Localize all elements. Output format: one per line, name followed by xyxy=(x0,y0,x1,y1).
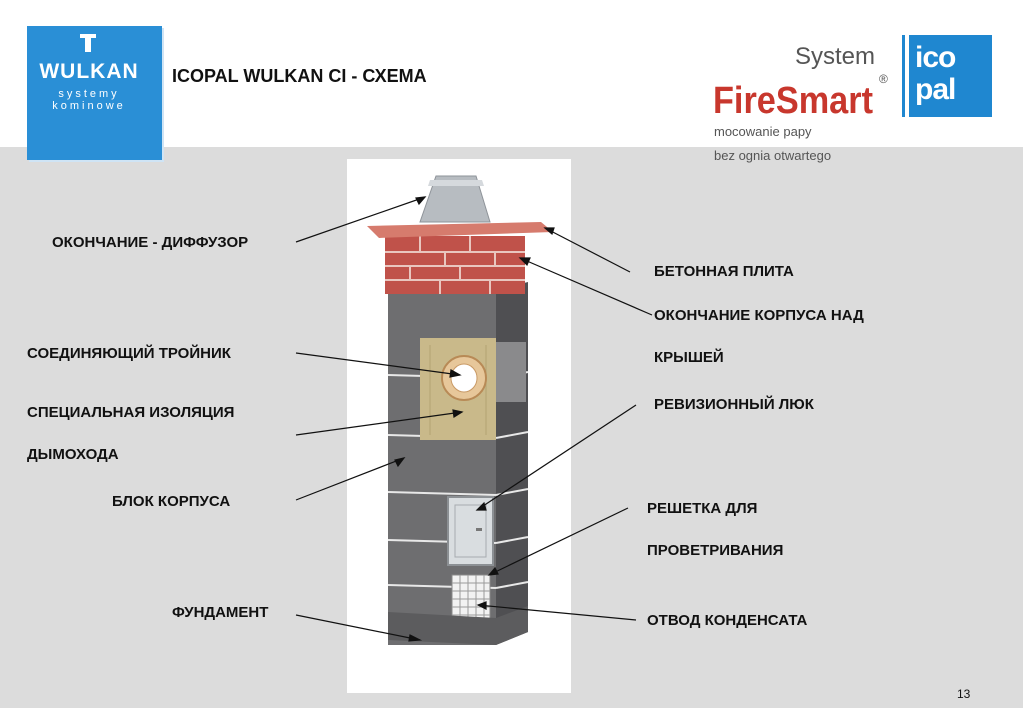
label-cap-line2: КРЫШЕЙ xyxy=(654,349,724,366)
icopal-logo: ico pal xyxy=(905,35,992,117)
page-title: ICOPAL WULKAN CI - СХЕМА xyxy=(172,66,427,86)
insulation-texture xyxy=(429,345,487,435)
label-grate-line1: РЕШЕТКА ДЛЯ xyxy=(647,500,758,517)
firesmart-logo: System FireSmart ® xyxy=(713,43,888,117)
label-condensate: ОТВОД КОНДЕНСАТА xyxy=(647,612,808,629)
page-number: 13 xyxy=(957,687,971,701)
foundation xyxy=(388,606,528,645)
label-diffuser: ОКОНЧАНИЕ - ДИФФУЗОР xyxy=(52,234,249,251)
revision-hatch-frame xyxy=(454,504,487,558)
leader-insulation xyxy=(295,411,463,436)
brick-joints xyxy=(385,236,525,294)
wulkan-logo-line1: systemy xyxy=(58,88,120,100)
concrete-slab xyxy=(367,222,553,238)
label-insulation-line1: СПЕЦИАЛЬНАЯ ИЗОЛЯЦИЯ xyxy=(27,404,235,421)
leader-condensate xyxy=(477,604,637,621)
firesmart-brand-text: FireSmart xyxy=(713,80,873,117)
label-block: БЛОК КОРПУСА xyxy=(112,493,231,510)
arrowhead-block xyxy=(394,457,406,468)
tee-opening xyxy=(450,363,478,393)
label-insulation-line2: ДЫМОХОДА xyxy=(27,446,119,463)
arrowhead-insulation xyxy=(452,409,464,418)
arrowhead-diffuser xyxy=(415,196,427,206)
arrowhead-hatch xyxy=(475,501,487,511)
leader-tee xyxy=(295,352,461,376)
header-band xyxy=(0,0,1023,147)
label-hatch: РЕВИЗИОННЫЙ ЛЮК xyxy=(654,396,814,413)
diffuser-cap xyxy=(428,180,484,186)
leader-grate xyxy=(488,507,629,576)
tagline-line1: mocowanie papy xyxy=(714,124,812,139)
leader-cap xyxy=(519,257,653,316)
icopal-logo-line1: ico xyxy=(915,41,956,74)
leader-diffuser xyxy=(295,196,426,243)
tagline-line2: bez ognia otwartego xyxy=(714,148,832,163)
diffuser xyxy=(419,175,491,223)
leader-block xyxy=(295,457,405,501)
arrowhead-condensate xyxy=(476,601,487,610)
arrowhead-grate xyxy=(487,566,499,576)
icopal-logo-line2: pal xyxy=(915,73,956,106)
revision-hatch-handle xyxy=(476,528,482,531)
firesmart-system-text: System xyxy=(795,43,875,70)
block-right-face xyxy=(496,282,528,645)
leader-lines xyxy=(295,196,653,642)
arrowhead-foundation xyxy=(408,634,423,642)
label-slab: БЕТОННАЯ ПЛИТА xyxy=(654,263,794,280)
arrowhead-slab xyxy=(543,227,555,236)
arrowhead-cap xyxy=(518,257,531,267)
label-foundation: ФУНДАМЕНТ xyxy=(172,604,269,621)
registered-mark: ® xyxy=(879,72,888,86)
leader-hatch xyxy=(476,404,637,511)
wulkan-logo-line2: kominowe xyxy=(52,100,126,112)
wulkan-logo-word: WULKAN xyxy=(39,60,139,83)
wulkan-logo: WULKAN systemy kominowe xyxy=(27,26,162,160)
label-grate-line2: ПРОВЕТРИВАНИЯ xyxy=(647,542,784,559)
leader-slab xyxy=(544,227,631,273)
arrowhead-tee xyxy=(449,369,462,378)
label-tee: СОЕДИНЯЮЩИЙ ТРОЙНИК xyxy=(27,345,231,362)
label-cap-line1: ОКОНЧАНИЕ КОРПУСА НАД xyxy=(654,307,864,324)
cutaway-side xyxy=(496,342,526,402)
leader-foundation xyxy=(295,614,421,641)
chimney-icon xyxy=(85,36,91,52)
